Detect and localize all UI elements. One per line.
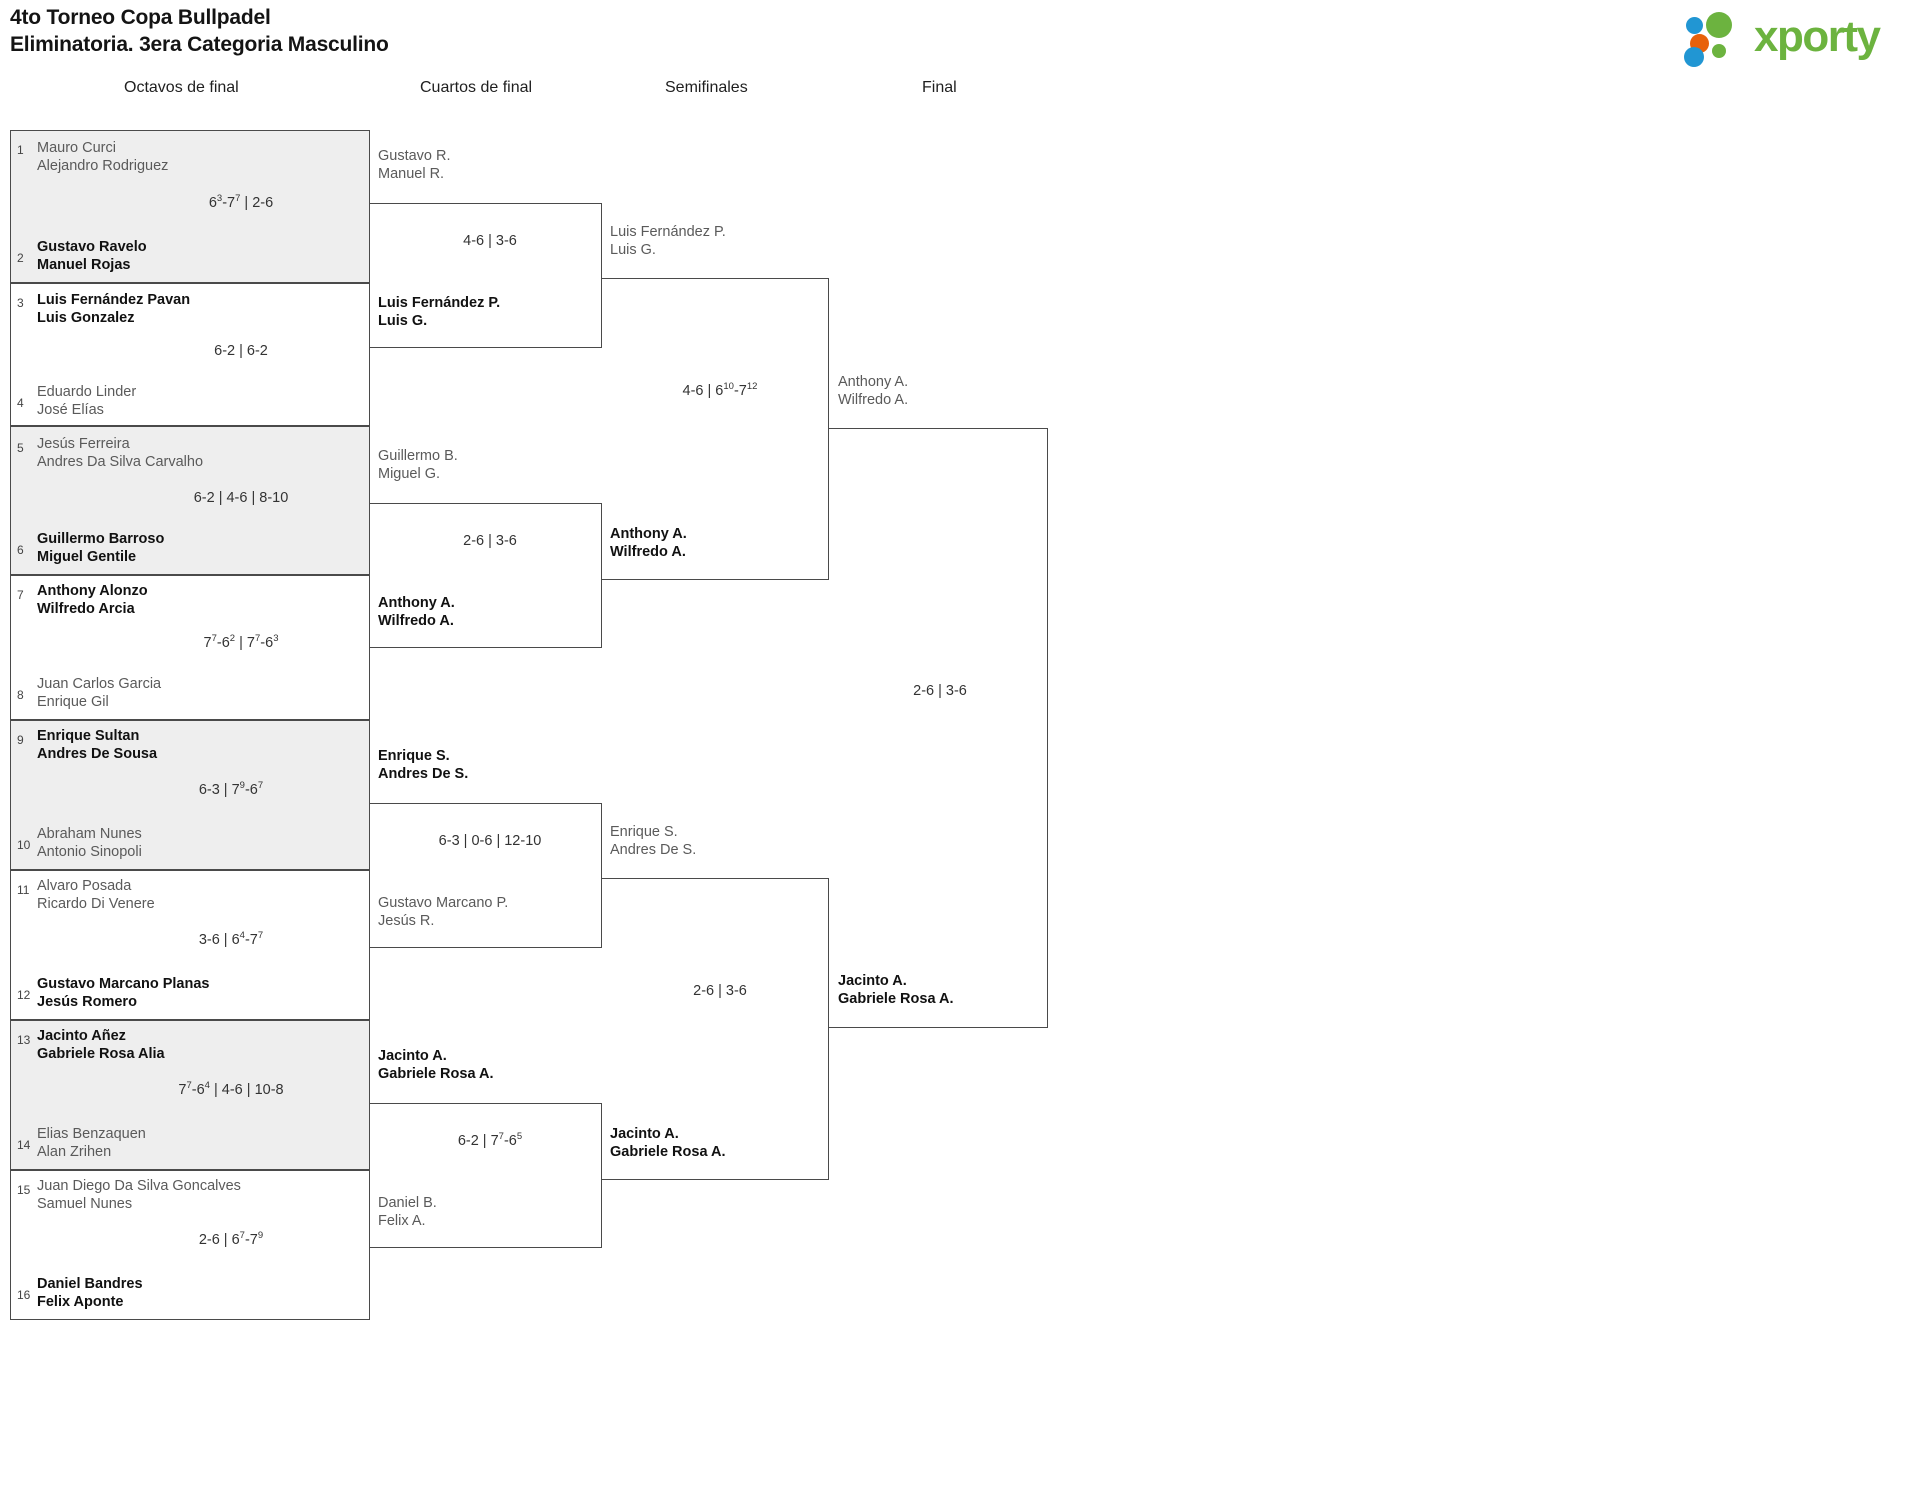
qf3-score: 6-3 | 0-6 | 12-10 — [438, 833, 542, 849]
xporty-logo: xporty — [1684, 10, 1904, 67]
qf3-team-top: Enrique S.Andres De S. — [378, 748, 469, 782]
round-header-octavos: Octavos de final — [124, 79, 239, 96]
match-score: 3-6 | 64-77 — [198, 930, 264, 948]
tournament-category: Eliminatoria. 3era Categoria Masculino — [10, 33, 389, 56]
match-score: 77-62 | 77-63 — [203, 633, 279, 651]
qf4-score: 6-2 | 77-65 — [457, 1131, 523, 1149]
seed-number: 2 — [17, 251, 24, 265]
sf1-connector — [602, 278, 829, 580]
seed-number: 12 — [17, 988, 31, 1002]
champion-team: Jacinto A.Gabriele Rosa A. — [838, 973, 954, 1007]
seed-number: 5 — [17, 441, 24, 455]
sf2-team-bottom: Jacinto A.Gabriele Rosa A. — [610, 1126, 726, 1160]
seed-number: 6 — [17, 543, 24, 557]
final-connector — [829, 428, 1048, 1028]
page-title: 4to Torneo Copa Bullpadel Eliminatoria. … — [10, 4, 389, 58]
round-header-final: Final — [922, 79, 957, 96]
seed-number: 16 — [17, 1288, 31, 1302]
match-score: 77-64 | 4-6 | 10-8 — [178, 1080, 284, 1098]
seed-number: 10 — [17, 838, 31, 852]
round-header-cuartos: Cuartos de final — [420, 79, 533, 96]
sf2-connector — [602, 878, 829, 1180]
sf2-team-top: Enrique S.Andres De S. — [610, 824, 697, 858]
qf3-team-bottom: Gustavo Marcano P.Jesús R. — [378, 895, 509, 929]
match-score: 6-2 | 4-6 | 8-10 — [193, 490, 289, 506]
qf1-connector — [370, 203, 602, 348]
qf2-team-top: Guillermo B.Miguel G. — [378, 448, 458, 482]
qf1-team-bottom: Luis Fernández P.Luis G. — [378, 295, 501, 329]
qf4-team-top: Jacinto A.Gabriele Rosa A. — [378, 1048, 494, 1082]
qf2-score: 2-6 | 3-6 — [463, 533, 517, 549]
tournament-name: 4to Torneo Copa Bullpadel — [10, 6, 271, 29]
seed-number: 3 — [17, 296, 24, 310]
qf4-connector — [370, 1103, 602, 1248]
sf1-score: 4-6 | 610-712 — [682, 381, 758, 399]
seed-number: 9 — [17, 733, 24, 747]
qf2-connector — [370, 503, 602, 648]
round-header-semifinales: Semifinales — [665, 79, 748, 96]
seed-number: 7 — [17, 588, 24, 602]
qf4-team-bottom: Daniel B.Felix A. — [378, 1195, 437, 1229]
sf2-score: 2-6 | 3-6 — [693, 983, 747, 999]
match-score: 6-2 | 6-2 — [214, 343, 268, 359]
seed-number: 13 — [17, 1033, 31, 1047]
final-team-top: Anthony A.Wilfredo A. — [838, 374, 909, 408]
qf1-team-top: Gustavo R.Manuel R. — [378, 148, 451, 182]
final-score: 2-6 | 3-6 — [913, 683, 967, 699]
seed-number: 15 — [17, 1183, 31, 1197]
logo-dots-icon — [1684, 12, 1750, 67]
match-score: 6-3 | 79-67 — [198, 780, 264, 798]
qf1-score: 4-6 | 3-6 — [463, 233, 517, 249]
sf1-team-top: Luis Fernández P.Luis G. — [610, 224, 726, 258]
seed-number: 8 — [17, 688, 24, 702]
qf2-team-bottom: Anthony A.Wilfredo A. — [378, 595, 455, 629]
match-score: 63-77 | 2-6 — [208, 193, 274, 211]
seed-number: 4 — [17, 396, 24, 410]
match-score: 2-6 | 67-79 — [198, 1230, 264, 1248]
seed-number: 14 — [17, 1138, 31, 1152]
seed-number: 11 — [17, 883, 30, 897]
sf1-team-bottom: Anthony A.Wilfredo A. — [610, 526, 687, 560]
qf3-connector — [370, 803, 602, 948]
logo-wordmark: xporty — [1754, 12, 1881, 61]
seed-number: 1 — [17, 143, 24, 157]
